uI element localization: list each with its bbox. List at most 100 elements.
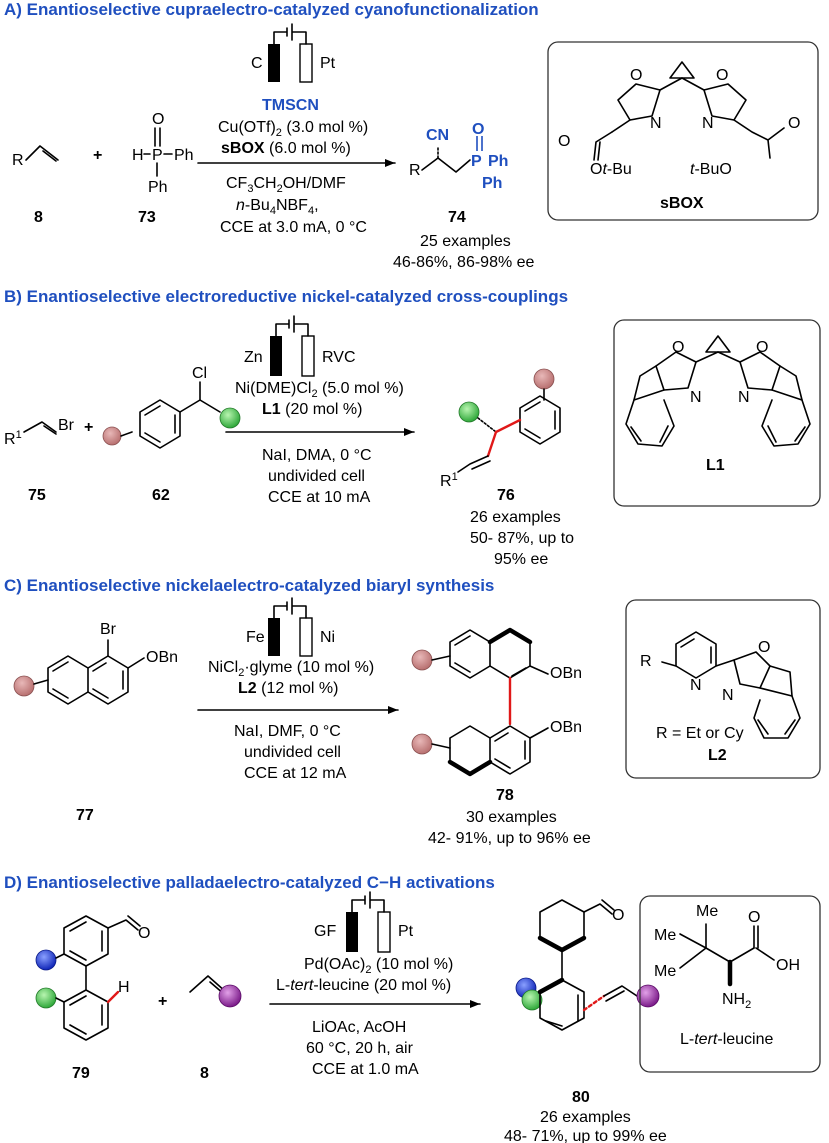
reagent-tmscn: TMSCN bbox=[262, 97, 319, 114]
svg-text:O: O bbox=[748, 909, 760, 926]
svg-text:Ph: Ph bbox=[174, 147, 194, 164]
electrode-right-a: Pt bbox=[320, 55, 336, 72]
examples-a: 25 examples bbox=[420, 233, 511, 250]
svg-text:R: R bbox=[409, 162, 421, 179]
structure-73: H P O Ph Ph bbox=[132, 111, 194, 196]
cond1-c: NaI, DMF, 0 °C bbox=[234, 723, 341, 740]
svg-text:Me: Me bbox=[696, 903, 718, 920]
electrolyte-a: n-Bu4NBF4, bbox=[236, 197, 319, 217]
pink-substituent bbox=[102, 426, 122, 446]
cond1-d: LiOAc, AcOH bbox=[312, 1019, 406, 1036]
compound-62-label: 62 bbox=[152, 487, 170, 504]
yields1-b: 50- 87%, up to bbox=[470, 530, 574, 547]
svg-text:N: N bbox=[690, 389, 702, 406]
svg-text:O: O bbox=[472, 121, 484, 138]
structure-78: OBn OBn bbox=[411, 627, 582, 777]
plus-a: + bbox=[93, 147, 102, 164]
ligand-a: sBOX (6.0 mol %) bbox=[221, 140, 351, 157]
structure-sbox: O N O Ot-Bu O N O t-BuO bbox=[558, 61, 800, 178]
svg-text:N: N bbox=[722, 687, 734, 704]
cce-a: CCE at 3.0 mA, 0 °C bbox=[220, 219, 367, 236]
svg-text:P: P bbox=[152, 147, 163, 164]
electrode-icon-d: GF Pt bbox=[314, 891, 414, 953]
structure-76: R1 bbox=[440, 368, 561, 490]
section-d-header: D) Enantioselective palladaelectro-catal… bbox=[4, 873, 495, 892]
sbox-label: sBOX bbox=[660, 195, 704, 212]
svg-text:O: O bbox=[788, 115, 800, 132]
svg-text:CN: CN bbox=[426, 127, 449, 144]
electrode-icon-c: Fe Ni bbox=[246, 597, 335, 657]
section-b-header: B) Enantioselective electroreductive nic… bbox=[4, 287, 568, 306]
compound-80-label: 80 bbox=[572, 1089, 590, 1106]
structure-l1: O N O N bbox=[625, 335, 811, 447]
section-c-header: C) Enantioselective nickelaelectro-catal… bbox=[4, 576, 494, 595]
yields-a: 46-86%, 86-98% ee bbox=[393, 254, 535, 271]
compound-8-label: 8 bbox=[34, 209, 43, 226]
svg-text:Me: Me bbox=[654, 927, 676, 944]
cond3-c: CCE at 12 mA bbox=[244, 765, 347, 782]
svg-text:O: O bbox=[612, 907, 624, 924]
structure-79: O H bbox=[35, 915, 150, 1041]
svg-text:O: O bbox=[758, 639, 770, 656]
svg-text:OBn: OBn bbox=[550, 719, 582, 736]
compound-75-label: 75 bbox=[28, 487, 46, 504]
svg-text:O: O bbox=[152, 111, 164, 128]
svg-text:O: O bbox=[138, 925, 150, 942]
svg-text:O: O bbox=[630, 67, 642, 84]
examples-d: 26 examples bbox=[540, 1109, 631, 1126]
electrode-left-c: Fe bbox=[246, 629, 265, 646]
svg-text:R: R bbox=[12, 152, 24, 169]
svg-text:N: N bbox=[702, 115, 714, 132]
electrode-left-d: GF bbox=[314, 923, 336, 940]
catalyst-d: Pd(OAc)2 (10 mol %) bbox=[304, 956, 453, 976]
yields2-b: 95% ee bbox=[494, 551, 548, 568]
ligand-c: L2 (12 mol %) bbox=[238, 680, 338, 697]
cond3-d: CCE at 1.0 mA bbox=[312, 1061, 419, 1078]
examples-b: 26 examples bbox=[470, 509, 561, 526]
electrode-right-b: RVC bbox=[322, 349, 356, 366]
compound-79-label: 79 bbox=[72, 1065, 90, 1082]
cond1-b: NaI, DMA, 0 °C bbox=[262, 447, 372, 464]
cond2-c: undivided cell bbox=[244, 744, 341, 761]
catalyst-a: Cu(OTf)2 (3.0 mol %) bbox=[218, 119, 368, 139]
svg-text:Br: Br bbox=[58, 417, 75, 434]
l1-label: L1 bbox=[706, 457, 725, 474]
cond2-d: 60 °C, 20 h, air bbox=[306, 1040, 414, 1057]
ligand-box-leucine bbox=[639, 895, 821, 1073]
solvent-a: CF3CH2OH/DMF bbox=[226, 175, 346, 195]
yields-d: 48- 71%, up to 99% ee bbox=[504, 1128, 667, 1143]
green-substituent bbox=[219, 407, 241, 429]
structure-leucine: Me Me Me O OH NH2 bbox=[654, 903, 800, 1011]
structure-8: R bbox=[12, 145, 59, 169]
cond3-b: CCE at 10 mA bbox=[268, 489, 371, 506]
svg-text:H: H bbox=[132, 147, 144, 164]
ligand-box-l2 bbox=[625, 599, 821, 779]
svg-text:O: O bbox=[558, 133, 570, 150]
yields-c: 42- 91%, up to 96% ee bbox=[428, 830, 591, 847]
cond2-b: undivided cell bbox=[268, 468, 365, 485]
svg-text:H: H bbox=[118, 979, 130, 996]
ligand-b: L1 (20 mol %) bbox=[262, 401, 362, 418]
svg-text:Br: Br bbox=[100, 621, 117, 638]
svg-text:Ph: Ph bbox=[148, 179, 168, 196]
electrode-right-d: Pt bbox=[398, 923, 414, 940]
compound-8-d-label: 8 bbox=[200, 1065, 209, 1082]
ligand-box-sbox bbox=[547, 41, 819, 221]
ot-bu: Ot-Bu bbox=[590, 161, 632, 178]
structure-80: O bbox=[515, 899, 660, 1031]
compound-78-label: 78 bbox=[496, 787, 514, 804]
svg-text:OBn: OBn bbox=[146, 649, 178, 666]
svg-text:N: N bbox=[690, 677, 702, 694]
svg-text:Ph: Ph bbox=[488, 153, 508, 170]
plus-b: + bbox=[84, 419, 93, 436]
compound-76-label: 76 bbox=[497, 487, 515, 504]
ligand-d: L-tert-leucine (20 mol %) bbox=[276, 977, 451, 994]
svg-text:OH: OH bbox=[776, 957, 800, 974]
svg-text:N: N bbox=[650, 115, 662, 132]
ligand-box-l1 bbox=[613, 319, 821, 507]
compound-77-label: 77 bbox=[76, 807, 94, 824]
l2-r-note: R = Et or Cy bbox=[656, 725, 744, 742]
structure-62: Cl bbox=[102, 365, 241, 449]
leucine-box-label: L-tert-leucine bbox=[680, 1031, 773, 1048]
